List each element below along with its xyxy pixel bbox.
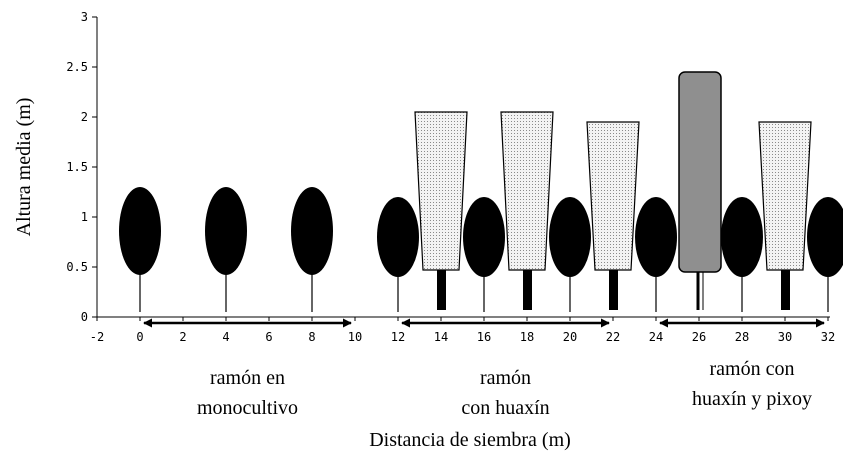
y-tick-label: 2.5 <box>66 60 88 74</box>
x-tick-label: 18 <box>520 330 534 344</box>
huaxin-tree-crown <box>414 111 468 271</box>
x-tick-label: 6 <box>265 330 272 344</box>
x-tick-label: 32 <box>821 330 835 344</box>
ramon-tree-crown <box>721 197 763 277</box>
y-tick-label: 3 <box>81 10 88 24</box>
ramon-tree-crown <box>205 187 247 275</box>
ramon-tree-crown <box>377 197 419 277</box>
group-label: ramón con <box>710 358 795 380</box>
ramon-tree-crown <box>549 197 591 277</box>
y-axis-ticks: 0 0.5 1 1.5 2 2.5 3 <box>66 10 97 324</box>
x-tick-label: 12 <box>391 330 405 344</box>
group-label: ramón en <box>210 367 285 389</box>
y-tick-label: 2 <box>81 110 88 124</box>
pixoy-tree-crown <box>678 71 722 273</box>
x-tick-label: 30 <box>778 330 792 344</box>
y-axis-title: Altura media (m) <box>13 98 35 237</box>
x-tick-label: 2 <box>179 330 186 344</box>
y-tick-label: 1 <box>81 210 88 224</box>
huaxin-tree-crown <box>586 121 640 271</box>
y-tick-label: 0 <box>81 310 88 324</box>
x-tick-label: 4 <box>222 330 229 344</box>
group-label: con huaxín <box>461 397 549 419</box>
group-layer: ramón en monocultivo ramón con huaxín ramón … <box>143 318 825 419</box>
huaxin-trunk <box>781 270 790 310</box>
x-tick-label: 8 <box>308 330 315 344</box>
ramon-tree-crown <box>635 197 677 277</box>
x-tick-label: 16 <box>477 330 491 344</box>
y-tick-label: 1.5 <box>66 160 88 174</box>
ramon-tree-crown <box>291 187 333 275</box>
ramon-tree-crown <box>463 197 505 277</box>
group-label: monocultivo <box>197 397 298 419</box>
ramon-tree-crown <box>119 187 161 275</box>
x-tick-label: 24 <box>649 330 663 344</box>
group-label: ramón <box>480 367 531 389</box>
huaxin-trunk <box>437 270 446 310</box>
tree-layer <box>119 71 843 312</box>
x-axis-title: Distancia de siembra (m) <box>369 429 571 451</box>
x-tick-label: 0 <box>136 330 143 344</box>
group-label: huaxín y pixoy <box>692 388 812 410</box>
x-tick-label: 26 <box>692 330 706 344</box>
x-tick-label: -2 <box>90 330 104 344</box>
huaxin-tree-crown <box>758 121 812 271</box>
ramon-tree-crown <box>807 197 843 277</box>
x-tick-label: 22 <box>606 330 620 344</box>
x-tick-label: 28 <box>735 330 749 344</box>
x-tick-label: 14 <box>434 330 448 344</box>
x-tick-label: 20 <box>563 330 577 344</box>
huaxin-trunk <box>523 270 532 310</box>
huaxin-trunk <box>609 270 618 310</box>
x-tick-label: 10 <box>348 330 362 344</box>
y-tick-label: 0.5 <box>66 260 88 274</box>
huaxin-tree-crown <box>500 111 554 271</box>
